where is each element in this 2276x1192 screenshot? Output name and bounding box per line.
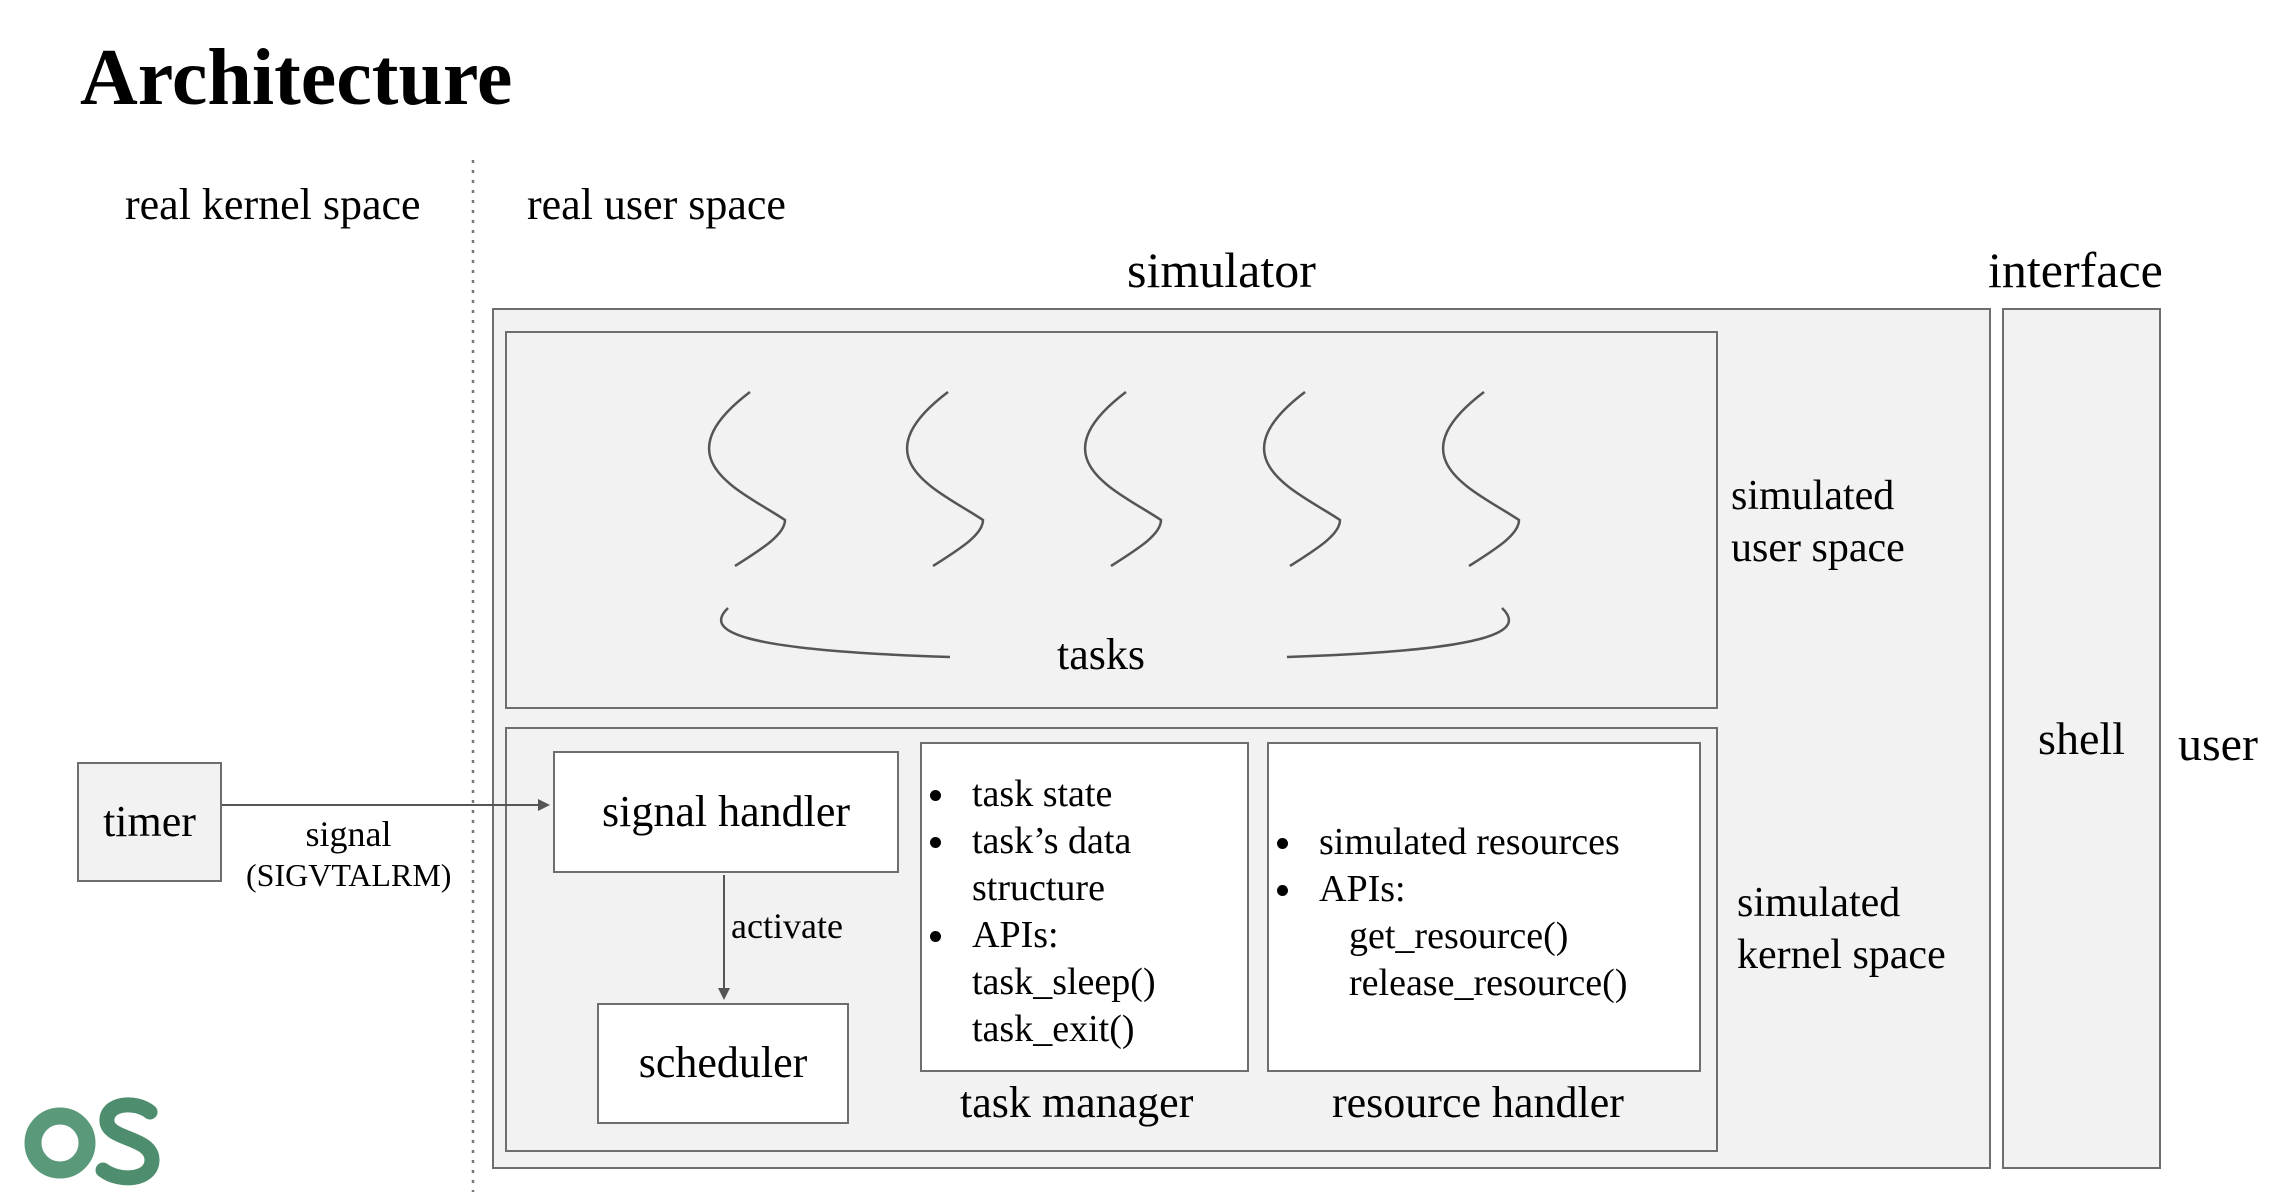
simulated-user-space-line2: user space (1731, 525, 1905, 571)
list-item: APIs: (922, 912, 1247, 959)
signal-label: signal (SIGVTALRM) (246, 813, 451, 895)
signal-handler-box: signal handler (553, 751, 899, 873)
list-item: simulated resources (1269, 819, 1699, 866)
item-text: APIs: (972, 914, 1059, 956)
shell-box: shell (2002, 308, 2161, 1169)
page-title: Architecture (80, 34, 513, 122)
real-user-space-label: real user space (527, 180, 786, 229)
os-logo (24, 1097, 160, 1186)
resource-handler-label: resource handler (1332, 1078, 1624, 1127)
api-item: task_exit() (972, 1008, 1135, 1050)
simulated-kernel-space-line1: simulated (1737, 880, 1901, 926)
item-text: task’s data (972, 820, 1132, 862)
task-thread-icon (1083, 391, 1163, 568)
task-manager-list: task state task’s data (922, 771, 1247, 865)
task-thread-icon (707, 391, 787, 568)
api-item: get_resource() (1349, 915, 1569, 957)
simulated-user-space-line1: simulated (1731, 473, 1895, 519)
signal-name: (SIGVTALRM) (246, 857, 452, 894)
list-item: task state (922, 771, 1247, 818)
task-manager-list-apis: APIs: (922, 912, 1247, 959)
simulated-kernel-space-line2: kernel space (1737, 932, 1946, 978)
task-thread-icon (1441, 391, 1521, 568)
shell-label: shell (2038, 712, 2125, 764)
resource-handler-list: simulated resources APIs: (1269, 819, 1699, 913)
tasks-label: tasks (1057, 630, 1145, 679)
scheduler-label: scheduler (638, 1038, 808, 1088)
real-kernel-space-label: real kernel space (125, 180, 421, 229)
timer-box: timer (77, 762, 222, 882)
task-manager-label: task manager (960, 1078, 1194, 1127)
interface-header: interface (1988, 242, 2163, 298)
task-thread-icon (905, 391, 985, 568)
list-item: task’s data (922, 818, 1247, 865)
os-logo-s (95, 1097, 160, 1186)
timer-label: timer (103, 796, 196, 846)
scheduler-box: scheduler (597, 1003, 849, 1124)
signal-text: signal (305, 814, 392, 854)
list-item: APIs: (1269, 866, 1699, 913)
simulator-header: simulator (1127, 242, 1316, 298)
user-label: user (2178, 718, 2258, 771)
simulated-user-space-box (505, 331, 1718, 709)
os-logo-o (24, 1107, 96, 1179)
tasks-brace-right (1286, 607, 1511, 659)
task-manager-box: task state task’s data structure APIs: t… (920, 742, 1249, 1072)
simulated-user-space-label: simulated user space (1731, 470, 1905, 574)
tasks-brace-left (719, 607, 951, 659)
item-text: task state (972, 773, 1113, 815)
api-item: task_sleep() (972, 961, 1156, 1003)
list-item-continuation: structure (972, 867, 1105, 909)
resource-handler-box: simulated resources APIs: get_resource()… (1267, 742, 1701, 1072)
task-thread-icon (1262, 391, 1342, 568)
simulated-kernel-space-label: simulated kernel space (1737, 877, 1946, 981)
api-item: release_resource() (1349, 962, 1628, 1004)
signal-handler-label: signal handler (601, 786, 851, 836)
item-text: APIs: (1319, 868, 1406, 910)
activate-label: activate (731, 906, 843, 946)
item-text: simulated resources (1319, 821, 1620, 863)
